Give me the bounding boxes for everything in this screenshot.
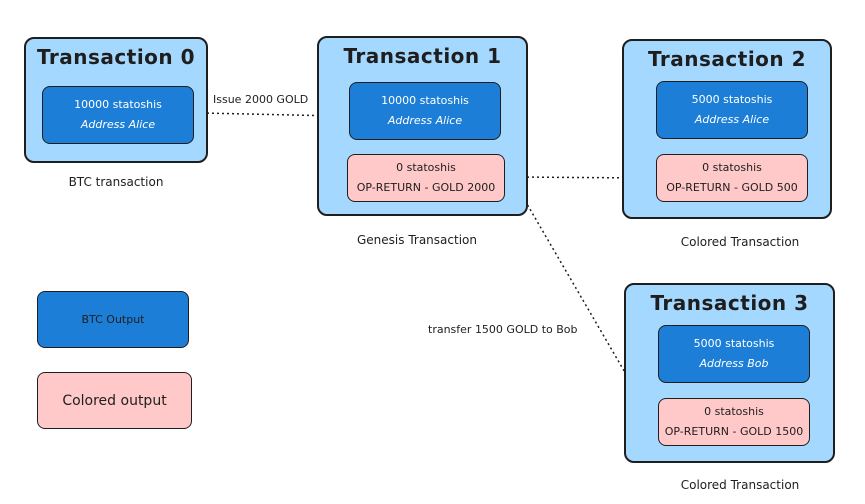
output-amount: 0 statoshis — [702, 161, 762, 174]
transaction-1-btc-output: 10000 statoshis Address Alice — [349, 82, 501, 140]
transaction-2-colored-output: 0 statoshis OP-RETURN - GOLD 500 — [656, 154, 808, 202]
legend-colored-output: Colored output — [37, 372, 192, 429]
output-amount: 5000 statoshis — [693, 337, 775, 350]
transaction-3-colored-output: 0 statoshis OP-RETURN - GOLD 1500 — [658, 398, 810, 446]
transaction-3-title: Transaction 3 — [650, 291, 809, 315]
transaction-2-title: Transaction 2 — [647, 47, 807, 71]
transaction-0-title: Transaction 0 — [36, 45, 196, 69]
output-address: Address Alice — [80, 118, 156, 131]
output-address: Address Bob — [699, 357, 769, 370]
output-address: Address Alice — [387, 114, 463, 127]
transaction-3-node: Transaction 3 5000 statoshis Address Bob… — [624, 283, 835, 463]
output-amount: 10000 statoshis — [381, 94, 469, 107]
transaction-2-caption: Colored Transaction — [680, 235, 800, 249]
transaction-1-title: Transaction 1 — [343, 44, 502, 68]
transaction-2-btc-output: 5000 statoshis Address Alice — [656, 81, 808, 139]
transaction-3-btc-output: 5000 statoshis Address Bob — [658, 325, 810, 383]
edge-label-issue: Issue 2000 GOLD — [213, 93, 309, 106]
output-address: Address Alice — [694, 113, 770, 126]
transaction-1-node: Transaction 1 10000 statoshis Address Al… — [317, 36, 528, 216]
output-op-return: OP-RETURN - GOLD 2000 — [356, 181, 496, 194]
legend-btc-label: BTC Output — [81, 313, 145, 326]
legend-btc-output: BTC Output — [37, 291, 189, 348]
transaction-1-caption: Genesis Transaction — [357, 233, 477, 247]
transaction-0-caption: BTC transaction — [68, 175, 164, 189]
output-amount: 5000 statoshis — [691, 93, 773, 106]
output-amount: 0 statoshis — [704, 405, 764, 418]
edge-label-transfer: transfer 1500 GOLD to Bob — [428, 323, 578, 336]
output-amount: 0 statoshis — [396, 161, 456, 174]
transaction-1-colored-output: 0 statoshis OP-RETURN - GOLD 2000 — [347, 154, 505, 202]
output-amount: 10000 statoshis — [74, 98, 162, 111]
legend-colored-label: Colored output — [62, 392, 167, 409]
transaction-3-caption: Colored Transaction — [680, 478, 800, 492]
output-op-return: OP-RETURN - GOLD 1500 — [664, 425, 804, 438]
transaction-0-node: Transaction 0 10000 statoshis Address Al… — [24, 37, 208, 163]
transaction-0-btc-output: 10000 statoshis Address Alice — [42, 86, 194, 144]
transaction-2-node: Transaction 2 5000 statoshis Address Ali… — [622, 39, 832, 219]
output-op-return: OP-RETURN - GOLD 500 — [666, 181, 798, 194]
